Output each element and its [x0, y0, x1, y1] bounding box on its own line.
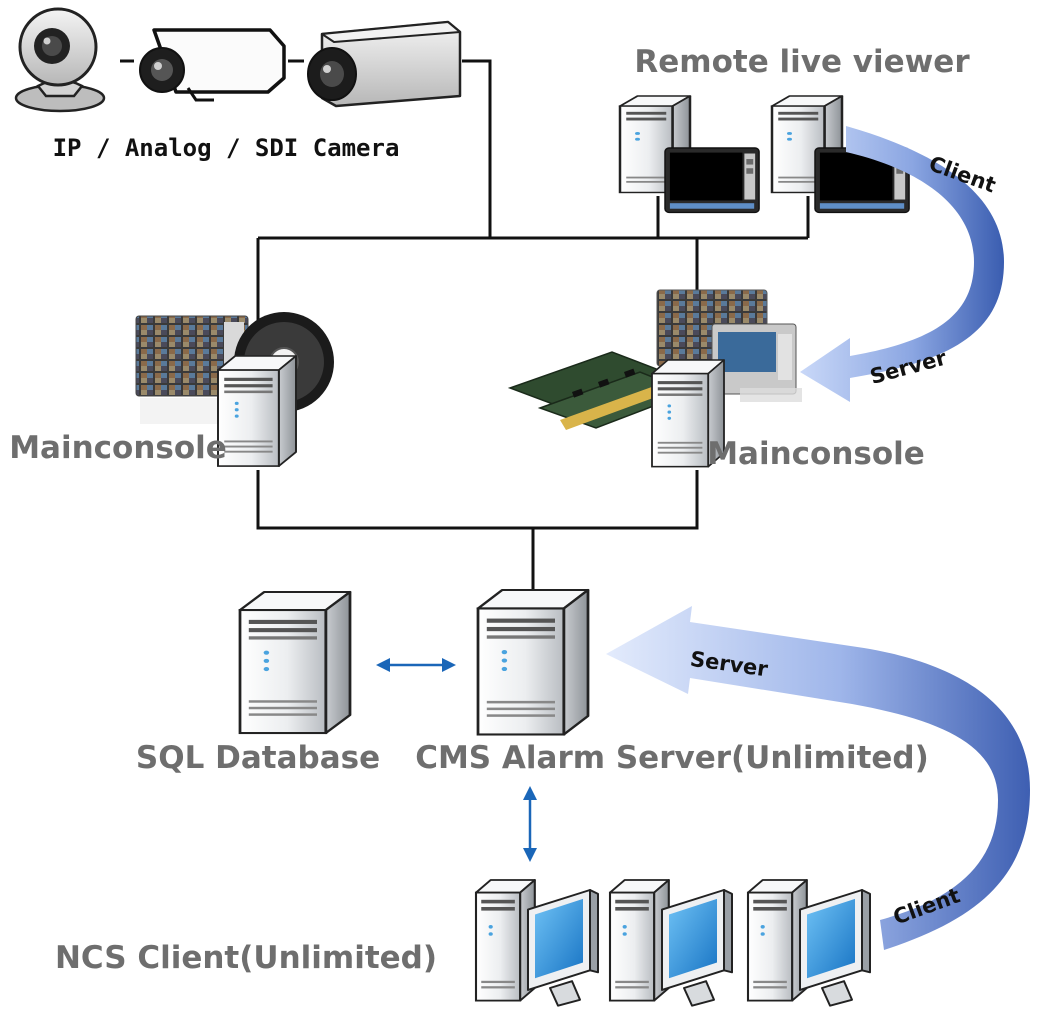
monitor-icon: [661, 889, 733, 1007]
remote-viewer-pc-1: [618, 94, 760, 214]
ncs-client-pc-1: [474, 878, 599, 1007]
mainconsole-right-label: Mainconsole: [707, 436, 925, 472]
viewer-software-icon: [664, 147, 760, 214]
monitor-icon: [527, 889, 599, 1007]
ncs-client-label: NCS Client(Unlimited): [55, 940, 437, 976]
analog-camera-icon: [139, 28, 286, 102]
ncs-client-group: NCS Client(Unlimited): [55, 878, 871, 1007]
webcam-icon: [14, 7, 106, 113]
cms-group: SQL Database CMS Alarm Server(Unlimited): [136, 588, 929, 862]
mainconsole-left-server-icon: [217, 355, 297, 468]
remote-live-viewer-group: Remote live viewer: [618, 44, 970, 214]
network-lines: [256, 59, 810, 590]
mainconsole-right-group: Mainconsole: [507, 289, 925, 472]
sql-database-label: SQL Database: [136, 740, 380, 776]
sql-database-server-icon: [238, 590, 352, 735]
mainconsole-left-label: Mainconsole: [9, 430, 227, 466]
ncs-client-pc-2: [608, 878, 733, 1007]
lower-bus-line: [256, 470, 699, 530]
camera-caption: IP / Analog / SDI Camera: [53, 134, 400, 162]
monitor-icon: [799, 889, 871, 1007]
remote-viewer-title: Remote live viewer: [634, 44, 970, 80]
mainconsole-left-group: Mainconsole: [9, 312, 334, 468]
software-screenshot-icon: [656, 289, 802, 402]
cms-alarm-server-label: CMS Alarm Server(Unlimited): [415, 740, 929, 776]
camera-link-line: [462, 59, 492, 238]
sql-cms-double-arrow: [376, 658, 456, 672]
camera-group: IP / Analog / SDI Camera: [14, 7, 462, 162]
box-camera-icon: [307, 20, 462, 108]
cms-ncs-double-arrow: [523, 786, 537, 862]
ncs-client-pc-3: [746, 878, 871, 1007]
cms-alarm-server-icon: [476, 588, 590, 736]
